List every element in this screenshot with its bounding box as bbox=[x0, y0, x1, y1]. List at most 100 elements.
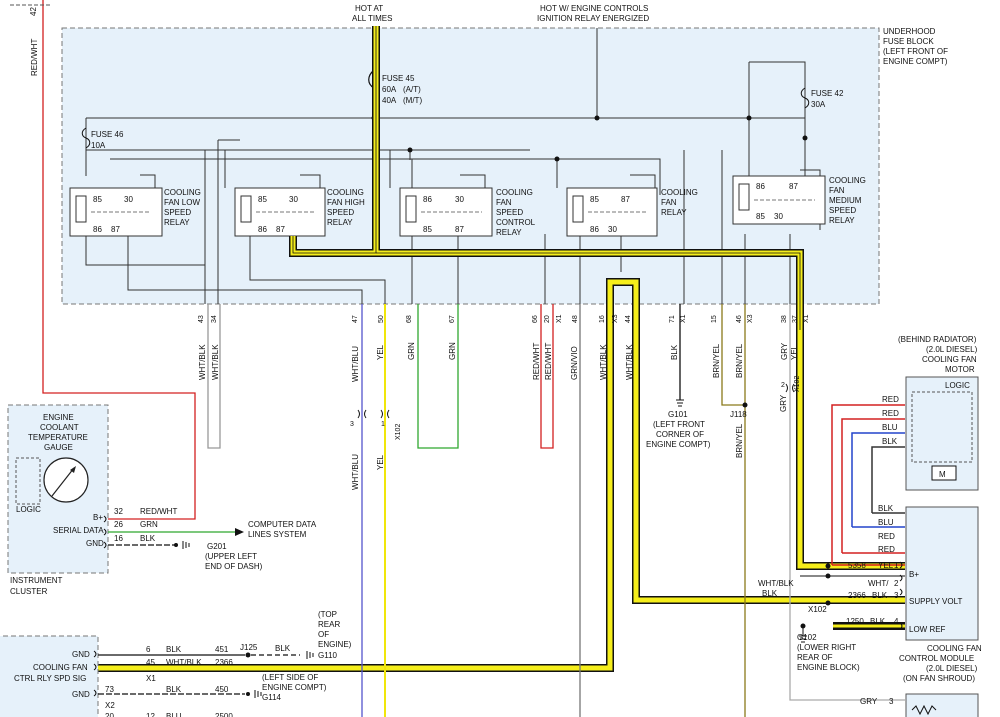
module-pin-1: 1 bbox=[894, 561, 899, 570]
connector-x102-right: 2 X102 bbox=[781, 376, 801, 393]
relay-5-pin-4: 30 bbox=[774, 212, 783, 221]
module-connections: 5358 YEL 1 WHT/ 2 2366 BLK 3 WHT/BLK BLK… bbox=[758, 561, 905, 672]
relay-2-label-3: SPEED bbox=[327, 208, 354, 217]
module-pin-4: 4 bbox=[894, 617, 899, 626]
relay-2-pin-1: 85 bbox=[258, 195, 267, 204]
relay-1-pin-1: 85 bbox=[93, 195, 102, 204]
g102-line-3: ENGINE BLOCK) bbox=[797, 663, 860, 672]
conn-1: 1 bbox=[381, 421, 385, 428]
g101-name: G101 bbox=[668, 410, 688, 419]
relay-2-label-2: FAN HIGH bbox=[327, 198, 365, 207]
motor-icon bbox=[931, 465, 957, 481]
relay-4-pin-3: 86 bbox=[590, 225, 599, 234]
ecm-gnd-2: GND bbox=[72, 690, 90, 699]
wire-label-wht-blk-1: WHT/BLK bbox=[198, 344, 207, 380]
fuse-block-pin-14: X1 bbox=[680, 314, 687, 323]
motor-line-1: (BEHIND RADIATOR) bbox=[898, 335, 977, 344]
g110-line-4: ENGINE) bbox=[318, 640, 352, 649]
module-circuit-2366: 2366 bbox=[848, 591, 866, 600]
module-x102: X102 bbox=[808, 605, 827, 614]
wire-label-brn-yel-2: BRN/YEL bbox=[735, 343, 744, 378]
relay-2-label-4: RELAY bbox=[327, 218, 353, 227]
hot-at-all-times-2: ALL TIMES bbox=[352, 14, 392, 23]
ecm-block: GND COOLING FAN CTRL RLY SPD SIG GND bbox=[0, 635, 99, 717]
module-supply-split-1: WHT/ bbox=[868, 579, 889, 588]
wire-label-wht-blu-low: WHT/BLU bbox=[351, 454, 360, 490]
fuse-45-name: FUSE 45 bbox=[382, 74, 415, 83]
cluster-title-1: ENGINE bbox=[43, 413, 74, 422]
wire-label-grn-2: GRN bbox=[448, 342, 457, 360]
module-wire-red-2: RED bbox=[878, 545, 895, 554]
motor-wire-red-2: RED bbox=[882, 409, 899, 418]
ecm-color-blk-2: BLK bbox=[166, 685, 182, 694]
wire-label-gry: GRY bbox=[780, 342, 789, 360]
cluster-color-red-wht: RED/WHT bbox=[140, 507, 177, 516]
module-bplus: B+ bbox=[909, 570, 919, 579]
motor-wire-blk: BLK bbox=[882, 437, 898, 446]
wire-red-wht-42 bbox=[42, 0, 196, 515]
highlighted-circuit bbox=[68, 26, 905, 672]
module-pin-3: 3 bbox=[894, 591, 899, 600]
motor-m: M bbox=[939, 470, 946, 479]
fuse-block-pin-9: 48 bbox=[572, 315, 579, 323]
conn-3: 3 bbox=[350, 421, 354, 428]
ecm-cooling-fan: COOLING FAN bbox=[33, 663, 88, 672]
relay-1-pin-2: 30 bbox=[124, 195, 133, 204]
wire-label-grn-1: GRN bbox=[407, 342, 416, 360]
motor-logic: LOGIC bbox=[945, 381, 970, 390]
relay-5-pin-1: 86 bbox=[756, 182, 765, 191]
relay-5-label-2: FAN bbox=[829, 186, 845, 195]
wire-label-wht-blu: WHT/BLU bbox=[351, 346, 360, 382]
relay-1-label-2: FAN LOW bbox=[164, 198, 200, 207]
conn-2: 2 bbox=[781, 382, 785, 389]
fuse-block-pin-8: X1 bbox=[556, 314, 563, 323]
g114-line-1: (LEFT SIDE OF bbox=[262, 673, 318, 682]
module-name-2: CONTROL MODULE bbox=[899, 654, 974, 663]
ecm-pin-x1: X1 bbox=[146, 674, 156, 683]
motor-line-4: MOTOR bbox=[945, 365, 975, 374]
module-name-1: COOLING FAN bbox=[927, 644, 982, 653]
relay-medium-speed: 86 87 85 30 COOLING FAN MEDIUM SPEED REL… bbox=[732, 175, 866, 225]
fuse-block-pin-1: 34 bbox=[211, 315, 218, 323]
fuse-45-b-note: (M/T) bbox=[403, 96, 422, 105]
computer-data-2: LINES SYSTEM bbox=[248, 530, 307, 539]
cluster-row-gnd: GND bbox=[86, 539, 104, 548]
relay-4-label-2: FAN bbox=[661, 198, 677, 207]
module-circuit-5358: 5358 bbox=[848, 561, 866, 570]
relay-4-pin-4: 30 bbox=[608, 225, 617, 234]
ground-g101: G101 (LEFT FRONT CORNER OF ENGINE COMPT) bbox=[646, 399, 711, 449]
junction-j118: J118 bbox=[730, 410, 747, 419]
connector-x102-left: 3 1 X102 bbox=[350, 409, 402, 440]
relay-5-label-3: MEDIUM bbox=[829, 196, 862, 205]
fuse-block-pin-6: 66 bbox=[532, 315, 539, 323]
fuse-block-label: UNDERHOOD FUSE BLOCK (LEFT FRONT OF ENGI… bbox=[883, 27, 948, 66]
ecm-bottom-pin: 20 bbox=[105, 712, 114, 717]
relay-2-label-1: COOLING bbox=[327, 188, 364, 197]
fuse-block-pin-4: 68 bbox=[406, 315, 413, 323]
fuse-block-pin-18: 38 bbox=[781, 315, 788, 323]
g114-line-2: ENGINE COMPT) bbox=[262, 683, 327, 692]
fuse-46-rating: 10A bbox=[91, 141, 106, 150]
external-wires bbox=[207, 304, 905, 717]
relay-high-speed: 85 30 86 87 COOLING FAN HIGH SPEED RELAY bbox=[234, 187, 365, 237]
fuse-45-a: 60A bbox=[382, 85, 397, 94]
ecm-pin-73: 73 bbox=[105, 685, 114, 694]
relay-speed-control: 86 30 85 87 COOLING FAN SPEED CONTROL RE… bbox=[399, 187, 536, 237]
module-color-blk: BLK bbox=[872, 591, 888, 600]
wire-42-color: RED/WHT bbox=[30, 39, 39, 76]
cluster-name-1: INSTRUMENT bbox=[10, 576, 63, 585]
wire-label-brn-yel-low: BRN/YEL bbox=[735, 423, 744, 458]
g110-line-3: OF bbox=[318, 630, 329, 639]
module-circuit-1250: 1250 bbox=[846, 617, 864, 626]
module-name-3: (2.0L DIESEL) bbox=[926, 664, 978, 673]
module-supply-split-2: BLK bbox=[762, 589, 778, 598]
g110-line-1: (TOP bbox=[318, 610, 337, 619]
cluster-pin-16: 16 bbox=[114, 534, 123, 543]
fuse-block-pin-2: 47 bbox=[352, 315, 359, 323]
fuse-46: FUSE 46 10A bbox=[81, 127, 124, 150]
relay-4-pin-1: 85 bbox=[590, 195, 599, 204]
module-bottom-color: GRY bbox=[860, 697, 878, 706]
fuse-42-rating: 30A bbox=[811, 100, 826, 109]
module-bottom-pin: 3 bbox=[889, 697, 894, 706]
